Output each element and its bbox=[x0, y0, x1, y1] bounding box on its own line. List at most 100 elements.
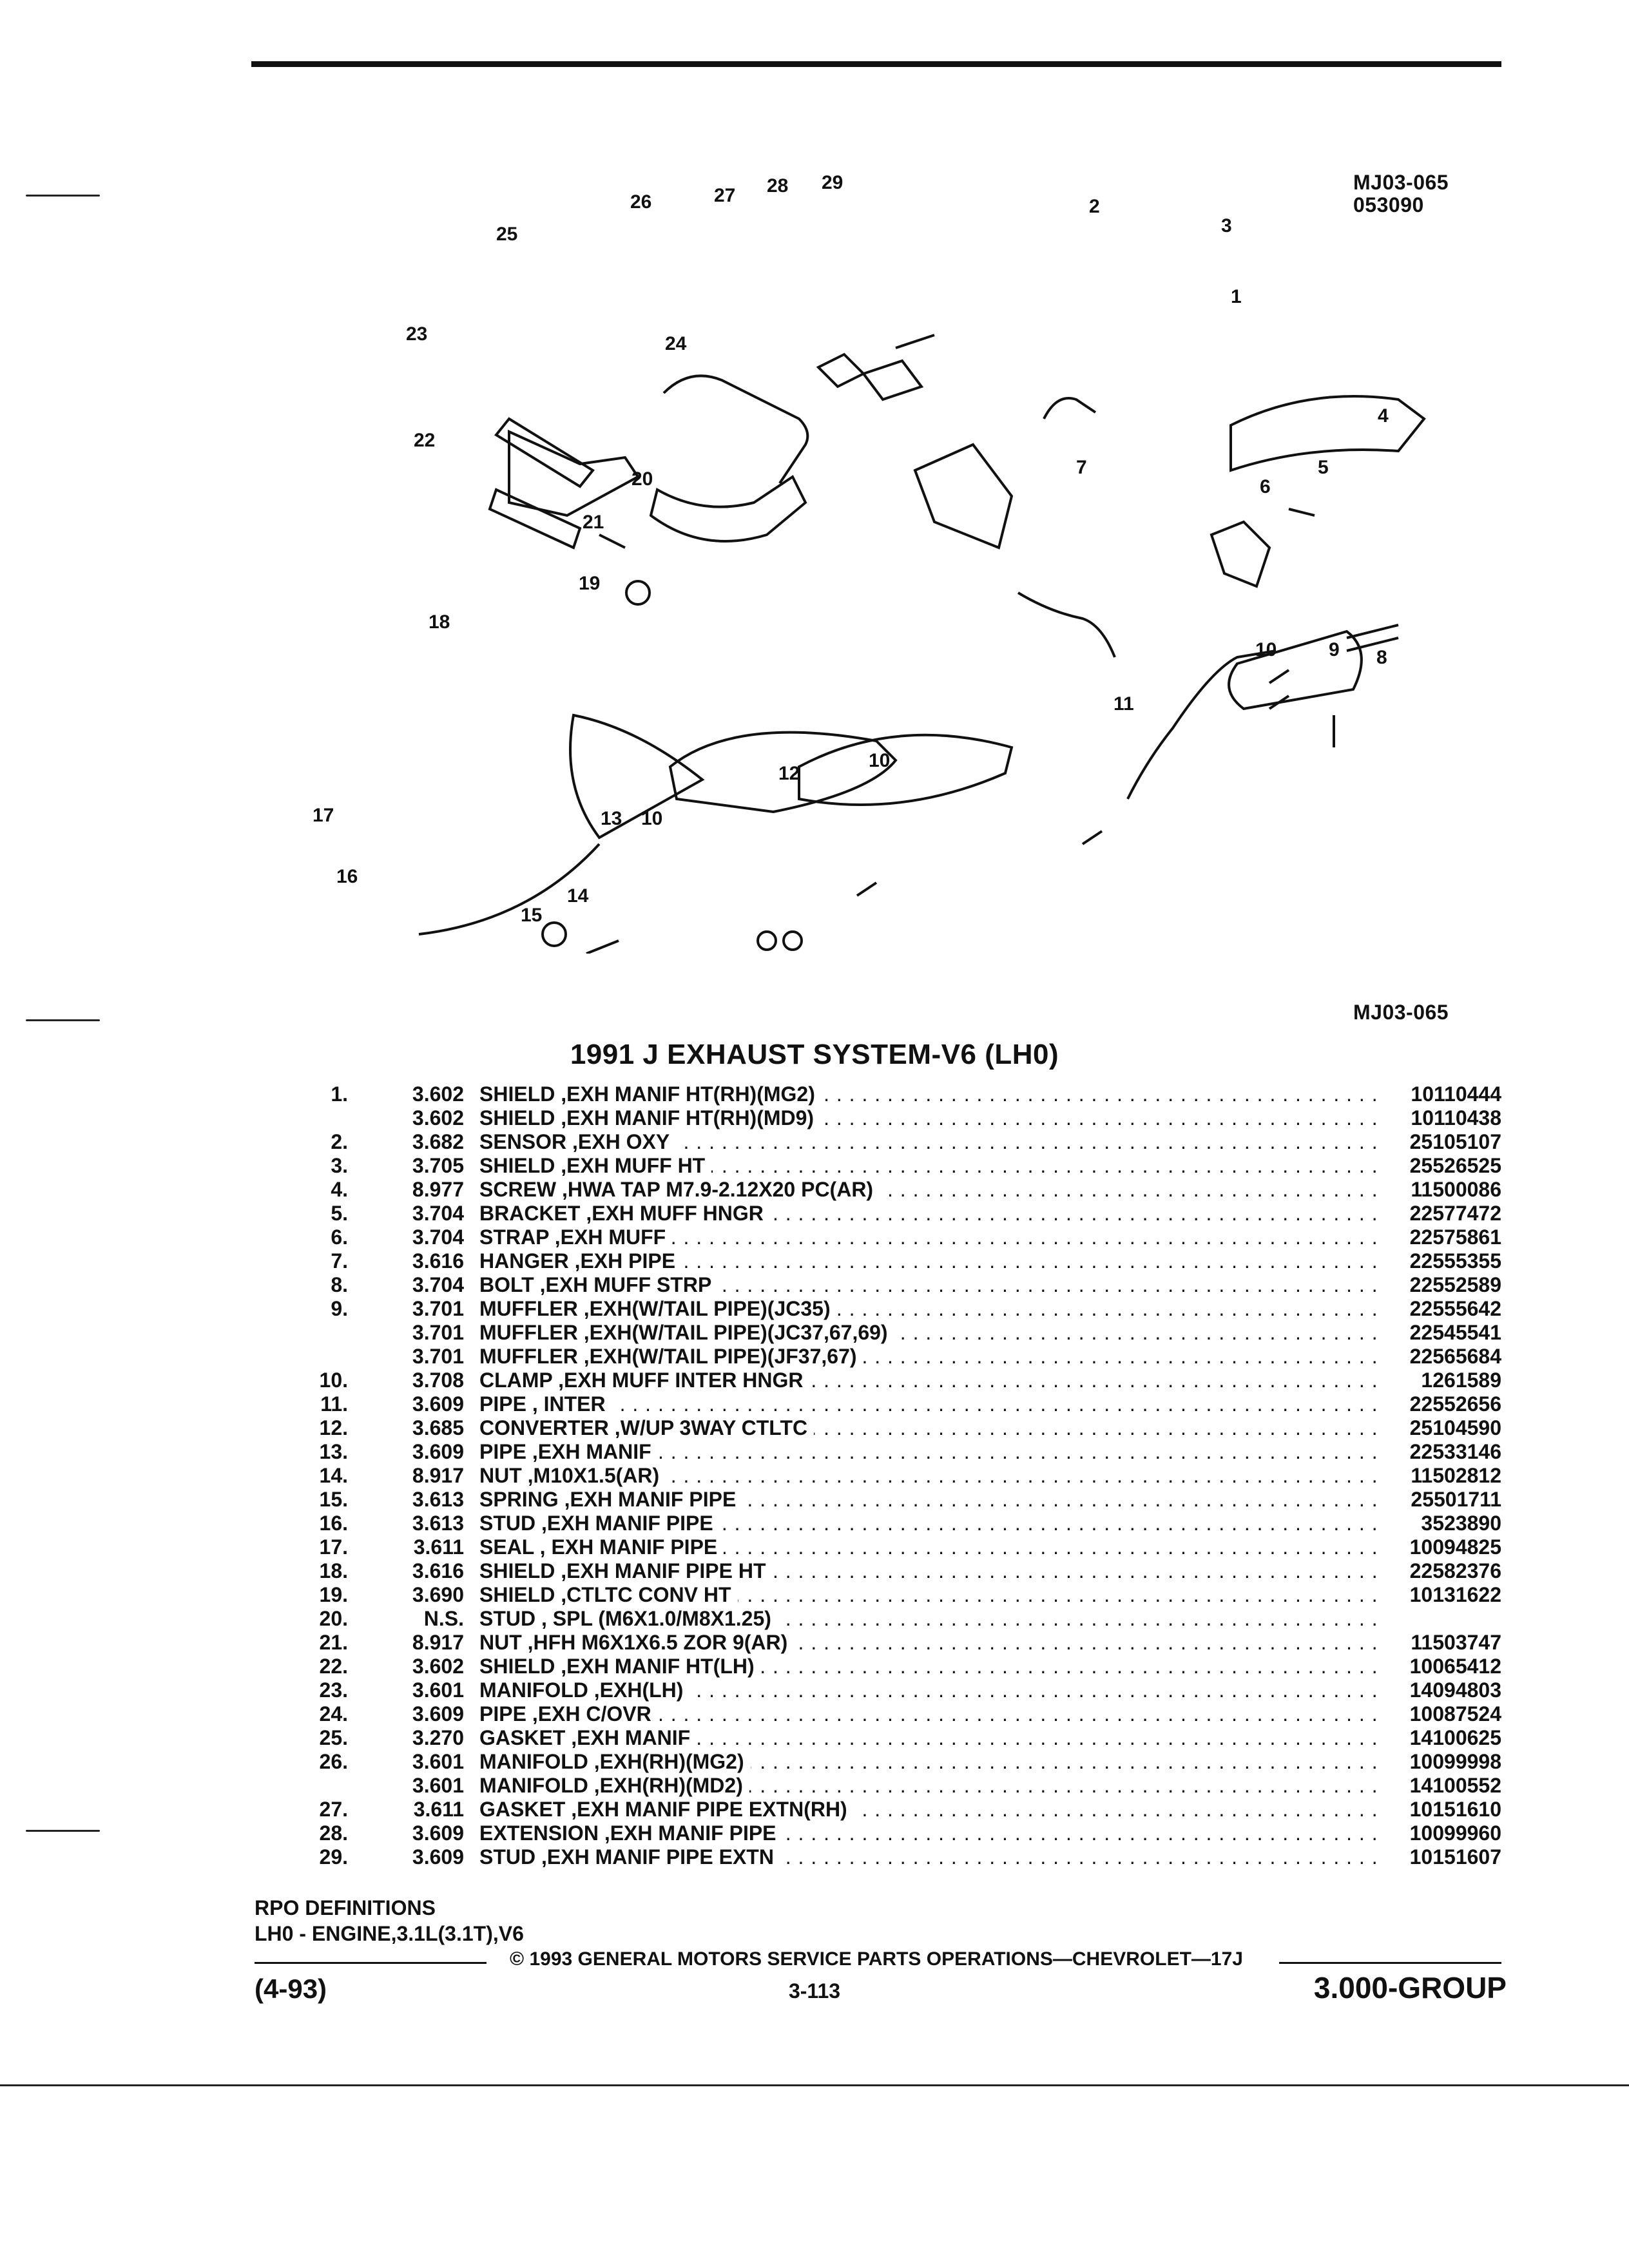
footer-rule-right bbox=[1279, 1962, 1501, 1964]
part-number: 14100625 bbox=[1409, 1726, 1501, 1749]
part-item-number: 10. bbox=[319, 1369, 348, 1392]
part-group-code: 3.704 bbox=[412, 1273, 464, 1296]
part-manifold-rh bbox=[662, 374, 809, 485]
part-shield-manif-pipe bbox=[569, 713, 705, 840]
part-stud-spl bbox=[599, 533, 626, 549]
part-description: PIPE ,EXH C/OVR bbox=[479, 1702, 1379, 1726]
part-number: 22555355 bbox=[1409, 1249, 1501, 1273]
part-bracket-hngr bbox=[1210, 520, 1271, 588]
part-description-text: PIPE , INTER bbox=[479, 1392, 612, 1416]
parts-row: 3.602 SHIELD ,EXH MANIF HT(RH)(MD9) 101104… bbox=[284, 1106, 1501, 1130]
part-item-number: 19. bbox=[319, 1583, 348, 1606]
part-number: 25501711 bbox=[1411, 1488, 1501, 1511]
part-oxygen-sensor bbox=[1043, 397, 1097, 419]
part-item-number: 16. bbox=[319, 1512, 348, 1535]
part-item-number: 13. bbox=[319, 1440, 348, 1463]
part-group-code: 3.690 bbox=[412, 1583, 464, 1606]
callout-20: 20 bbox=[631, 468, 653, 490]
part-item-number: 26. bbox=[319, 1750, 348, 1773]
callout-12: 12 bbox=[778, 763, 800, 784]
binder-hole-mark bbox=[26, 1019, 100, 1021]
callout-10a: 10 bbox=[1255, 639, 1277, 660]
part-group-code: 3.704 bbox=[412, 1225, 464, 1249]
part-description-text: STUD , SPL (M6X1.0/M8X1.25) bbox=[479, 1607, 778, 1630]
part-group-code: 3.609 bbox=[412, 1440, 464, 1463]
part-group-code: 8.917 bbox=[412, 1631, 464, 1654]
part-description-text: SHIELD ,EXH MUFF HT bbox=[479, 1154, 712, 1177]
part-description-text: SHIELD ,CTLTC CONV HT bbox=[479, 1583, 738, 1606]
part-item-number: 6. bbox=[331, 1225, 348, 1249]
part-description: SCREW ,HWA TAP M7.9-2.12X20 PC(AR) bbox=[479, 1178, 1379, 1202]
callout-25: 25 bbox=[496, 224, 517, 245]
part-description-text: SHIELD ,EXH MANIF HT(RH)(MG2) bbox=[479, 1082, 822, 1106]
parts-row: 20.N.S.STUD , SPL (M6X1.0/M8X1.25) bbox=[284, 1607, 1501, 1631]
diagram-ref-bottom: MJ03-065 bbox=[1353, 1001, 1449, 1024]
part-description-text: PIPE ,EXH C/OVR bbox=[479, 1702, 658, 1725]
part-description-text: MUFFLER ,EXH(W/TAIL PIPE)(JC35) bbox=[479, 1297, 837, 1320]
part-description-text: MUFFLER ,EXH(W/TAIL PIPE)(JC37,67,69) bbox=[479, 1321, 894, 1344]
part-number: 22565684 bbox=[1409, 1345, 1501, 1368]
part-description: SHIELD ,EXH MANIF HT(RH)(MD9) bbox=[479, 1106, 1379, 1130]
part-number: 14100552 bbox=[1409, 1774, 1501, 1797]
part-item-number: 17. bbox=[319, 1535, 348, 1559]
part-number: 10151610 bbox=[1409, 1798, 1501, 1821]
part-description: STUD , SPL (M6X1.0/M8X1.25) bbox=[479, 1607, 1379, 1631]
part-description-text: SENSOR ,EXH OXY bbox=[479, 1130, 677, 1153]
part-group-code: 3.701 bbox=[412, 1345, 464, 1368]
part-description-text: CLAMP ,EXH MUFF INTER HNGR bbox=[479, 1369, 810, 1392]
part-item-number: 25. bbox=[319, 1726, 348, 1749]
part-gasket-extn bbox=[816, 352, 866, 389]
part-group-code: 3.602 bbox=[412, 1106, 464, 1129]
header-rule bbox=[251, 61, 1501, 67]
part-description: STRAP ,EXH MUFF bbox=[479, 1225, 1379, 1249]
part-number: 10099960 bbox=[1409, 1821, 1501, 1845]
part-shield-ctltc bbox=[668, 731, 898, 814]
part-group-code: 3.609 bbox=[412, 1392, 464, 1416]
part-description-text: SHIELD ,EXH MANIF HT(LH) bbox=[479, 1655, 761, 1678]
part-description: SHIELD ,EXH MANIF HT(RH)(MG2) bbox=[479, 1082, 1379, 1106]
part-description: SHIELD ,EXH MUFF HT bbox=[479, 1154, 1379, 1178]
part-group-code: 3.616 bbox=[412, 1559, 464, 1582]
part-description: MANIFOLD ,EXH(RH)(MG2) bbox=[479, 1750, 1379, 1774]
part-crossover-pipe bbox=[649, 475, 807, 543]
part-nut-hfh bbox=[625, 580, 651, 606]
part-description-text: BRACKET ,EXH MUFF HNGR bbox=[479, 1202, 770, 1225]
binder-hole-mark bbox=[26, 195, 100, 197]
part-number: 22545541 bbox=[1409, 1321, 1501, 1344]
part-number: 22552589 bbox=[1409, 1273, 1501, 1296]
callout-8: 8 bbox=[1376, 647, 1387, 668]
part-number: 22577472 bbox=[1409, 1202, 1501, 1225]
part-description-text: STUD ,EXH MANIF PIPE bbox=[479, 1512, 720, 1535]
part-number: 10110438 bbox=[1411, 1106, 1501, 1129]
part-description-text: STUD ,EXH MANIF PIPE EXTN bbox=[479, 1845, 780, 1869]
part-item-number: 14. bbox=[319, 1464, 348, 1487]
callout-27: 27 bbox=[714, 185, 735, 206]
part-group-code: 3.708 bbox=[412, 1369, 464, 1392]
part-tail-pipe bbox=[1346, 624, 1399, 652]
part-item-number: 12. bbox=[319, 1416, 348, 1439]
part-description-text: SCREW ,HWA TAP M7.9-2.12X20 PC(AR) bbox=[479, 1178, 880, 1201]
part-item-number: 11. bbox=[320, 1392, 348, 1416]
part-description-text: PIPE ,EXH MANIF bbox=[479, 1440, 658, 1463]
part-description: SHIELD ,EXH MANIF PIPE HT bbox=[479, 1559, 1379, 1583]
part-nut bbox=[782, 930, 803, 951]
part-number: 11503747 bbox=[1411, 1631, 1501, 1654]
part-number: 14094803 bbox=[1409, 1678, 1501, 1702]
